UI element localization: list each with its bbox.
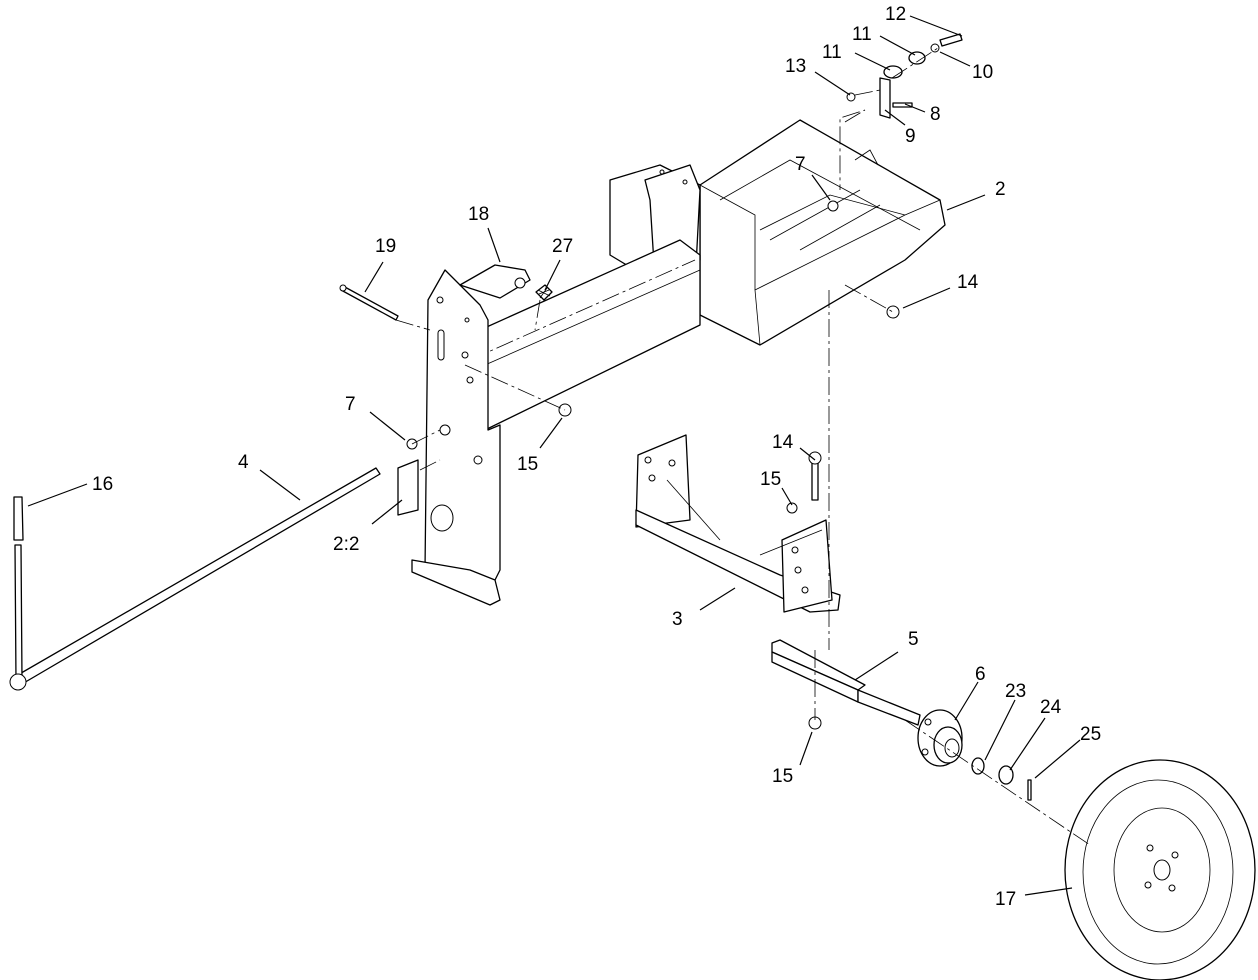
callout-8: 8 [930, 104, 941, 125]
callout-15-spindle: 15 [772, 766, 793, 787]
callout-24: 24 [1040, 697, 1062, 718]
callout-11-upper: 11 [852, 24, 872, 45]
callout-17: 17 [995, 889, 1016, 910]
callout-2: 2 [995, 179, 1006, 200]
callout-18: 18 [468, 204, 489, 225]
main-frame [411, 119, 946, 606]
leader-lines [27, 15, 1081, 896]
callout-15-beam: 15 [517, 454, 538, 475]
top-hardware [827, 33, 963, 212]
callout-10: 10 [972, 62, 993, 83]
callout-19: 19 [375, 236, 396, 257]
callout-4: 4 [238, 452, 249, 473]
callout-23: 23 [1005, 681, 1026, 702]
callout-7-top: 7 [795, 154, 806, 175]
callout-15-mid: 15 [760, 469, 781, 490]
callout-6: 6 [975, 664, 986, 685]
callout-14-right: 14 [957, 272, 979, 293]
callout-labels: 12 11 11 10 13 8 9 7 2 18 19 27 14 7 15 … [92, 4, 1101, 910]
callout-7-front: 7 [345, 394, 356, 415]
wheel [1064, 759, 1256, 980]
callout-11-lower: 11 [822, 42, 842, 63]
spring-pin [459, 264, 553, 301]
callout-16: 16 [92, 474, 113, 495]
callout-2-2: 2:2 [333, 534, 359, 555]
callout-25: 25 [1080, 724, 1101, 745]
callout-13: 13 [785, 56, 806, 77]
pin-19 [339, 284, 399, 321]
callout-5: 5 [908, 629, 919, 650]
alignment-lines [395, 47, 1091, 846]
mount-hardware [558, 305, 900, 514]
spindle [771, 639, 921, 730]
callout-27: 27 [552, 236, 573, 257]
callout-14-mid: 14 [772, 432, 794, 453]
handle [9, 467, 381, 691]
wheel-hub [917, 709, 1032, 801]
callout-12: 12 [885, 4, 906, 25]
front-hardware [397, 438, 419, 516]
callout-3: 3 [672, 609, 683, 630]
callout-9: 9 [905, 126, 916, 147]
axle-bracket [635, 434, 841, 613]
